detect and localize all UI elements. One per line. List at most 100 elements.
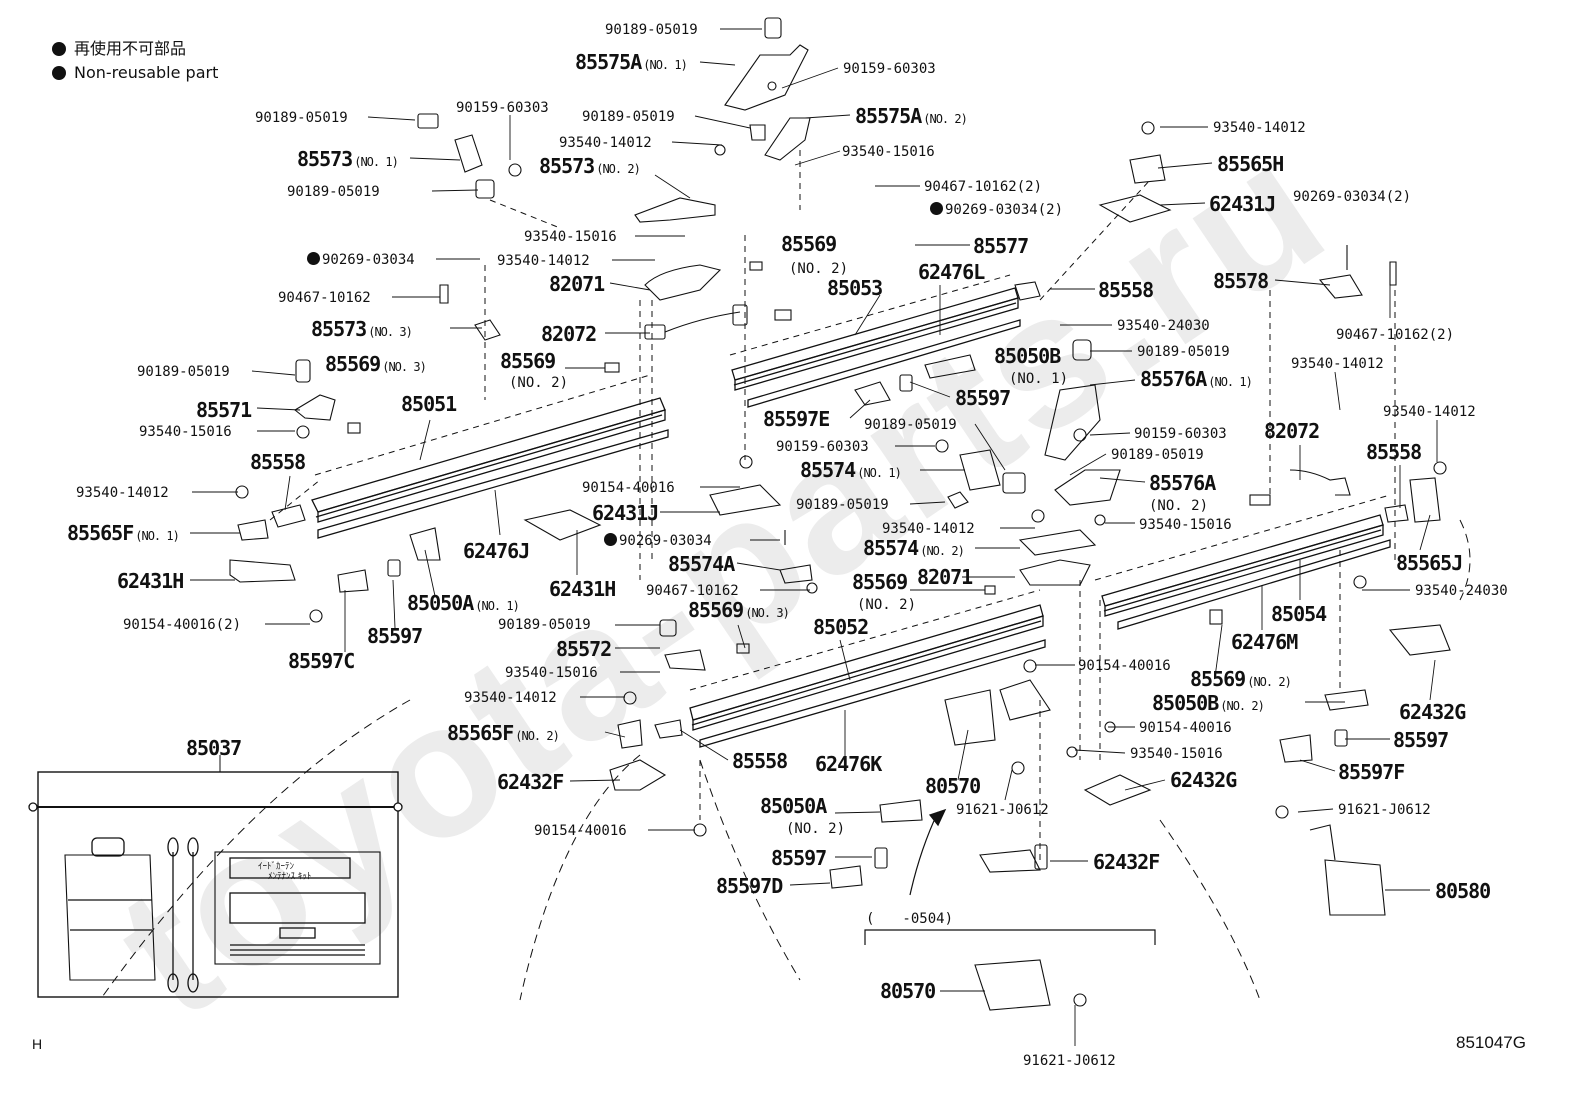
part-number-text: 90189-05019 [796,497,889,513]
part-number-text: 80580 [1435,879,1491,903]
part-number-label: 62476J [463,541,530,561]
part-number-label: (NO. 2) [1149,497,1208,515]
part-number-text: 90269-03034 [322,252,415,268]
corner-mark: H [32,1036,43,1052]
part-number-label: 93540-15016 [524,228,617,246]
part-number-label: 62431H [117,571,184,591]
non-reusable-dot-icon [52,66,66,80]
part-number-label: 93540-15016 [1139,516,1232,534]
part-number-text: 85558 [1366,440,1422,464]
part-number-text: 85597F [1338,760,1405,784]
part-number-text: 85569 [1190,667,1246,691]
part-number-label: 85572 [556,637,612,661]
part-number-label: 93540-15016 [1130,745,1223,763]
part-number-label: 90159-60303 [776,438,869,456]
part-number-label: 82071 [549,274,605,294]
part-number-text: 85575A [575,50,642,74]
part-number-label: 85558 [1098,278,1154,302]
part-number-label: 90189-05019 [287,183,380,201]
part-number-label: 85569(NO. 3) [688,598,790,622]
part-number-text: 62432F [497,770,564,794]
part-number-label: 85597E [763,409,830,429]
part-number-label: 90154-40016 [1139,719,1232,737]
part-number-label: 62432G [1170,768,1237,792]
part-number-text: 85597C [288,649,355,673]
part-number-label: 85565F(NO. 1) [67,521,180,545]
part-number-label: 85577 [973,236,1029,256]
part-number-label: 90467-10162(2) [1336,326,1454,344]
part-number-label: 90269-03034 [604,532,712,550]
part-number-label: 85574A [668,554,735,574]
part-number-text: 93540-14012 [1213,120,1306,136]
part-number-label: 90154-40016 [534,822,627,840]
part-number-label: 62476K [815,754,882,774]
part-number-label: 85565F(NO. 2) [447,723,560,745]
part-number-text: 85574 [800,458,856,482]
rail-85053 [731,287,1021,408]
part-number-label: 85558 [250,452,306,472]
part-number-label: 93540-24030 [1117,317,1210,335]
part-number-text: 85558 [1098,278,1154,302]
part-number-text: 85050A [407,591,474,615]
part-number-label: 90269-03034(2) [930,201,1063,219]
drawing-number: 851047G [1456,1033,1526,1052]
part-number-text: 93540-15016 [139,424,232,440]
part-number-text: 90159-60303 [843,61,936,77]
part-number-text: (NO. 2) [509,375,569,391]
part-number-text: 90467-10162(2) [1336,327,1455,343]
part-number-text: 62432G [1170,768,1237,792]
part-number-text: 90154-40016 [1139,720,1232,736]
part-number-text: 90189-05019 [287,184,380,200]
part-number-text: 85037 [186,736,242,760]
part-number-text: 90159-60303 [1134,426,1227,442]
part-number-label: 85558 [732,751,788,771]
part-number-label: (NO. 2) [789,260,848,278]
part-number-label: 90159-60303 [1134,425,1227,443]
part-number-text: 85572 [556,637,612,661]
part-number-label: 85050B(NO. 2) [1152,693,1265,715]
part-number-text: 90467-10162 [278,290,371,306]
part-number-text: 85597 [955,386,1011,410]
legend-jp-text: 再使用不可部品 [74,39,187,58]
part-number-text: 85569 [688,598,744,622]
part-number-text: 85051 [401,392,457,416]
part-number-label: 85578 [1213,269,1269,293]
part-number-label: 93540-14012 [1383,403,1476,421]
part-number-label: 62432G [1399,700,1466,724]
part-number-label: 90189-05019 [864,416,957,434]
part-number-text: 85578 [1213,269,1269,293]
part-number-text: 62432G [1399,700,1466,724]
rail-85052 [689,604,1046,748]
part-number-label: 85574(NO. 1) [800,458,902,482]
part-number-text: 85573 [297,147,353,171]
part-number-text: 90189-05019 [605,22,698,38]
part-number-label: 85574(NO. 2) [863,538,965,560]
part-number-text: 85597 [771,846,827,870]
part-number-text: 90189-05019 [498,617,591,633]
part-number-label: 85571 [196,400,252,420]
part-number-label: 85597 [1393,730,1449,750]
part-number-text: 90189-05019 [1137,344,1230,360]
part-number-text: 90189-05019 [137,364,230,380]
part-number-label: 62432F [1093,852,1160,872]
part-number-text: 85565F [67,521,134,545]
part-number-text: 82072 [541,322,597,346]
part-number-text: 90189-05019 [864,417,957,433]
part-number-text: (NO. 2) [786,821,846,837]
non-reusable-dot-icon [307,252,320,265]
part-number-text: 85569 [852,570,908,594]
part-number-label: 85597 [771,846,827,870]
part-number-label: 62432F [497,770,564,794]
part-variant-note: (NO. 2) [923,112,968,126]
part-number-label: 85052 [813,617,869,637]
part-number-text: 85573 [311,317,367,341]
part-number-label: 85573(NO. 2) [539,156,641,178]
part-number-label: 62431H [549,579,616,599]
part-number-text: 91621-J0612 [1023,1053,1116,1069]
part-number-text: 90189-05019 [255,110,348,126]
part-number-label: 90189-05019 [498,616,591,634]
part-number-text: 82071 [917,565,973,589]
part-number-label: 91621-J0612 [1338,801,1431,819]
part-number-label: 85573(NO. 1) [297,147,399,171]
part-number-text: 85569 [325,352,381,376]
